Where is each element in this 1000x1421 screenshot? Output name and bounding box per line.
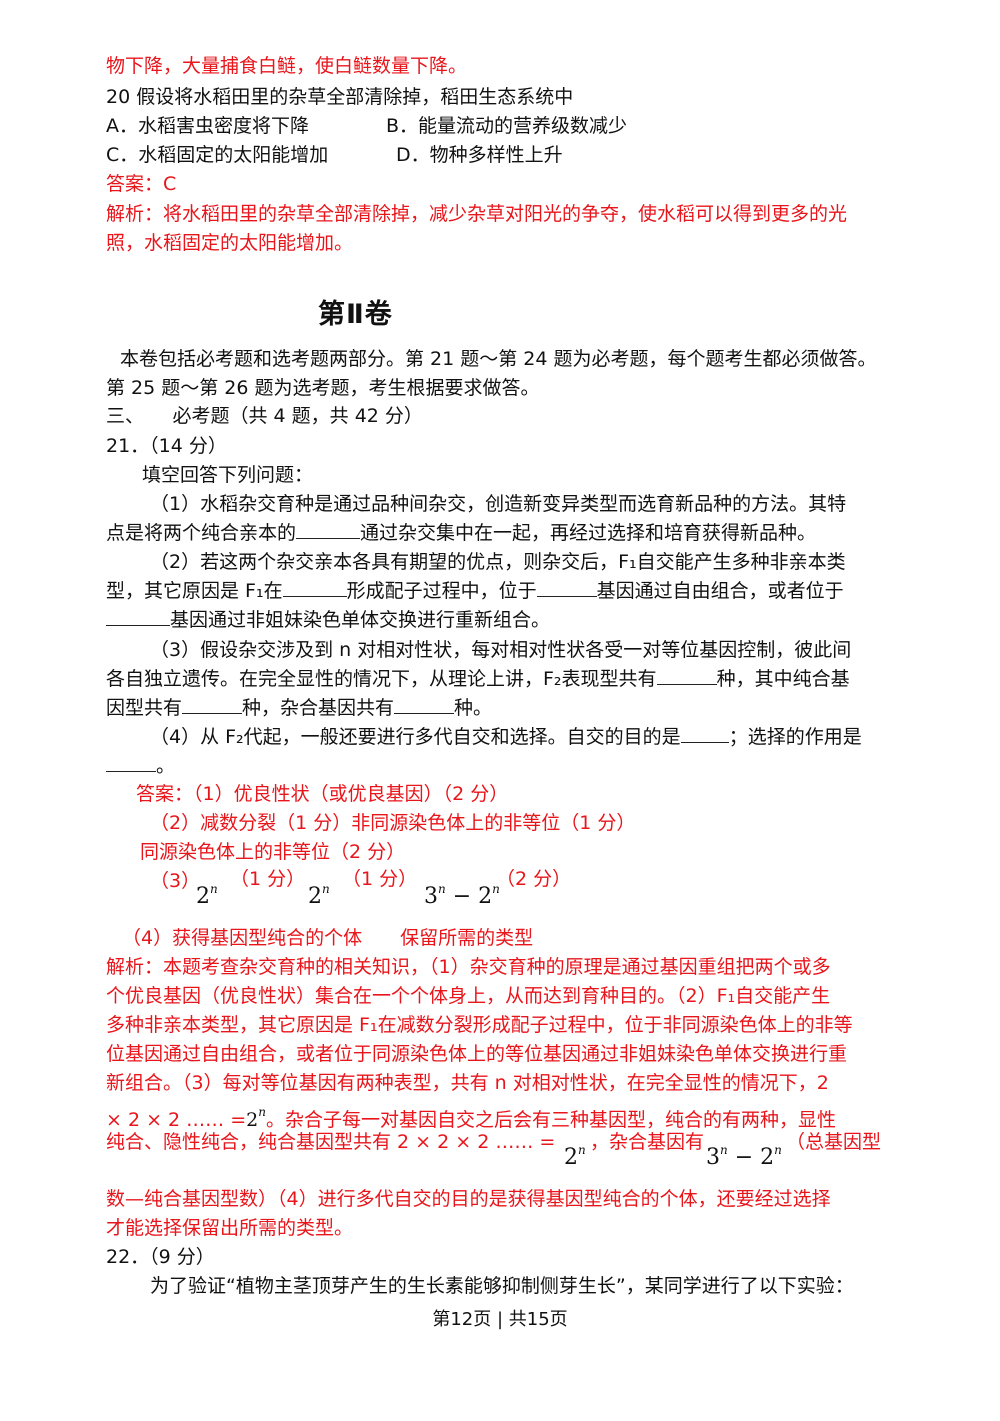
q21-part3-line1: （3）假设杂交涉及到 n 对相对性状，每对相对性状各受一对等位基因控制，彼此间 <box>150 639 852 661</box>
q21-part3-text-a: 各自独立遗传。在完全显性的情况下，从理论上讲，F₂表现型共有 <box>106 668 657 690</box>
part2-intro-line1: 本卷包括必考题和选考题两部分。第 21 题～第 24 题为必考题，每个题考生都必… <box>120 348 877 370</box>
q21-part2-line1: （2）若这两个杂交亲本各具有期望的优点，则杂交后，F₁自交能产生多种非亲本类 <box>150 551 846 573</box>
q21-analysis-line3: 多种非亲本类型，其它原因是 F₁在减数分裂形成配子过程中，位于非同源染色体上的非… <box>106 1014 853 1036</box>
q21-part1-text-b: 通过杂交集中在一起，再经过选择和培育获得新品种。 <box>360 522 817 544</box>
part2-intro-line2: 第 25 题～第 26 题为选考题，考生根据要求做答。 <box>106 377 540 399</box>
math-3n-minus-2n-b: 3n − 2n <box>706 1143 782 1170</box>
q21-blank-8[interactable] <box>680 741 729 743</box>
q21-blank-1[interactable] <box>296 537 361 539</box>
math-2n-b: 2n <box>308 882 330 909</box>
q21-blank-2[interactable] <box>282 595 347 597</box>
math-2n-c: 2n <box>246 1105 266 1131</box>
q21-part2-line3: 基因通过非姐妹染色单体交换进行重新组合。 <box>106 606 550 634</box>
q21-part3-text-d: 种，杂合基因共有 <box>242 697 395 719</box>
q21-analysis-line9: 才能选择保留出所需的类型。 <box>106 1217 354 1239</box>
q21-blank-5[interactable] <box>656 683 717 685</box>
q21-analysis-line7: 纯合、隐性纯合，纯合基因型共有 2 × 2 × 2 …… = <box>106 1128 555 1156</box>
q21-answer-line4-score3: （2 分） <box>496 868 572 890</box>
q20-analysis-line1: 解析：将水稻田里的杂草全部清除掉，减少杂草对阳光的争夺，使水稻可以得到更多的光 <box>106 203 848 225</box>
q21-analysis-line1: 解析：本题考查杂交育种的相关知识，（1）杂交育种的原理是通过基因重组把两个或多 <box>106 956 831 978</box>
q21-blank-7[interactable] <box>394 712 455 714</box>
q22-number: 22．（9 分） <box>106 1246 215 1268</box>
q21-answer-line3: 同源染色体上的非等位（2 分） <box>140 841 406 863</box>
q20-answer: 答案：C <box>106 173 177 195</box>
q21-part2-line2: 型，其它原因是 F₁在 形成配子过程中，位于 基因通过自由组合，或者位于 <box>106 577 844 605</box>
math-3n-minus-2n: 3n − 2n <box>424 882 500 909</box>
section-3-title: 三、 必考题（共 4 题，共 42 分） <box>106 405 423 427</box>
q21-part3-text-e: 种。 <box>454 697 493 719</box>
q21-part4-line2: 。 <box>106 752 175 780</box>
q21-blank-4[interactable] <box>106 624 170 626</box>
q21-part2-text-d: 基因通过非姐妹染色单体交换进行重新组合。 <box>170 609 551 631</box>
q20-option-d: D．物种多样性上升 <box>396 144 563 166</box>
q21-part3-line2: 各自独立遗传。在完全显性的情况下，从理论上讲，F₂表现型共有 种，其中纯合基 <box>106 665 850 693</box>
q21-answer-line4-label: （3） <box>150 870 201 892</box>
q21-answer-line1: 答案：（1）优良性状（或优良基因）（2 分） <box>136 783 509 805</box>
q21-analysis-line6-b: 。杂合子每一对基因自交之后会有三种基因型，纯合的有两种，显性 <box>265 1109 836 1131</box>
q21-analysis-line7-c: （总基因型 <box>786 1131 882 1153</box>
q22-stem: 为了验证“植物主茎顶芽产生的生长素能够抑制侧芽生长”，某同学进行了以下实验： <box>150 1275 854 1297</box>
q21-analysis-line6: × 2 × 2 …… =2n。杂合子每一对基因自交之后会有三种基因型，纯合的有两… <box>106 1098 836 1131</box>
q21-analysis-line4: 位基因通过自由组合，或者位于同源染色体上的等位基因通过非姐妹染色单体交换进行重 <box>106 1043 848 1065</box>
q20-stem: 20 假设将水稻田里的杂草全部清除掉，稻田生态系统中 <box>106 86 574 108</box>
q21-analysis-line7-b: ，杂合基因有 <box>590 1131 705 1153</box>
q21-part4-line1: （4）从 F₂代起，一般还要进行多代自交和选择。自交的目的是 ；选择的作用是 <box>150 723 862 751</box>
q21-part2-text-c: 基因通过自由组合，或者位于 <box>596 580 844 602</box>
q21-blank-6[interactable] <box>182 712 243 714</box>
q21-part1-line1: （1）水稻杂交育种是通过品种间杂交，创造新变异类型而选育新品种的方法。其特 <box>150 493 847 515</box>
q21-blank-3[interactable] <box>536 595 597 597</box>
q19-analysis-tail: 物下降，大量捕食白鲢，使白鲢数量下降。 <box>106 55 468 77</box>
q21-number: 21．（14 分） <box>106 435 227 457</box>
q21-part4-text-b: ；选择的作用是 <box>728 726 862 748</box>
q21-part2-text-a: 型，其它原因是 F₁在 <box>106 580 283 602</box>
q21-part1-line2: 点是将两个纯合亲本的 通过杂交集中在一起，再经过选择和培育获得新品种。 <box>106 519 816 547</box>
q21-answer-line5: （4）获得基因型纯合的个体 保留所需的类型 <box>122 927 534 949</box>
q21-answer-line2: （2）减数分裂（1 分）非同源染色体上的非等位（1 分） <box>150 812 636 834</box>
q21-analysis-line8: 数—纯合基因型数）（4）进行多代自交的目的是获得基因型纯合的个体，还要经过选择 <box>106 1188 831 1210</box>
q21-analysis-line2: 个优良基因（优良性状）集合在一个个体身上，从而达到育种目的。（2）F₁自交能产生 <box>106 985 831 1007</box>
q21-blank-9[interactable] <box>106 770 156 772</box>
q20-option-a: A．水稻害虫密度将下降 <box>106 115 309 137</box>
q21-answer-line4-score2: （1 分） <box>342 868 418 890</box>
q21-answer-line4-score1: （1 分） <box>230 868 306 890</box>
page-footer: 第12页 | 共15页 <box>432 1309 568 1330</box>
q21-part4-text-a: （4）从 F₂代起，一般还要进行多代自交和选择。自交的目的是 <box>150 726 681 748</box>
math-2n-a: 2n <box>196 882 218 909</box>
q20-analysis-line2: 照，水稻固定的太阳能增加。 <box>106 232 354 254</box>
q21-lead: 填空回答下列问题： <box>142 464 314 486</box>
q21-analysis-line6-a: × 2 × 2 …… = <box>106 1109 247 1131</box>
q21-part2-text-b: 形成配子过程中，位于 <box>346 580 537 602</box>
q21-part1-text-a: 点是将两个纯合亲本的 <box>106 522 297 544</box>
q21-analysis-line7-a: 纯合、隐性纯合，纯合基因型共有 2 × 2 × 2 …… = <box>106 1131 556 1153</box>
q21-part3-text-c: 因型共有 <box>106 697 183 719</box>
q21-part4-text-c: 。 <box>156 755 176 777</box>
part2-heading: 第Ⅱ卷 <box>318 299 393 330</box>
q21-analysis-line5: 新组合。（3）每对等位基因有两种表型，共有 n 对相对性状，在完全显性的情况下，… <box>106 1072 829 1094</box>
q21-part3-line3: 因型共有 种，杂合基因共有 种。 <box>106 694 492 722</box>
q21-part3-text-b: 种，其中纯合基 <box>716 668 850 690</box>
q20-option-b: B．能量流动的营养级数减少 <box>386 115 628 137</box>
math-2n-d: 2n <box>564 1143 586 1170</box>
q20-option-c: C．水稻固定的太阳能增加 <box>106 144 329 166</box>
